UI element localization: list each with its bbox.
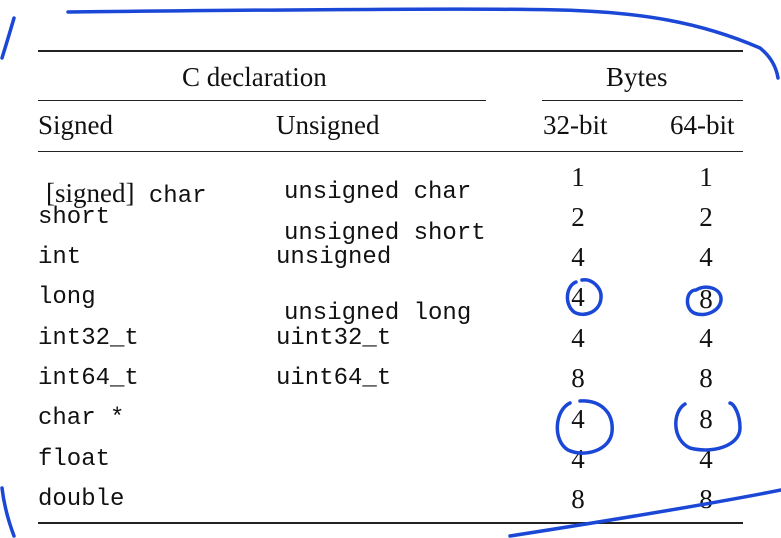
bytes-32: 1	[571, 162, 585, 192]
header-bytes: Bytes	[606, 62, 668, 92]
signed-type: long	[38, 284, 96, 311]
header-c-declaration: C declaration	[182, 62, 327, 92]
left-ink-stroke-bottom	[0, 486, 16, 538]
bytes-group-rule	[542, 100, 743, 101]
bytes-32: 4	[571, 404, 585, 434]
header-signed: Signed	[38, 110, 114, 140]
bytes-32: 4	[571, 282, 585, 312]
signed-type: double	[38, 486, 125, 513]
header-unsigned: Unsigned	[276, 110, 380, 140]
bytes-64: 4	[699, 444, 713, 474]
top-rule	[38, 50, 743, 52]
bytes-32: 4	[571, 444, 585, 474]
unsigned-type: uint32_t	[276, 325, 392, 352]
bytes-64: 4	[699, 242, 713, 272]
left-ink-stroke-top	[0, 16, 16, 60]
signed-type: float	[38, 446, 111, 473]
unsigned-type: uint64_t	[276, 365, 392, 392]
top-ink-stroke	[66, 7, 780, 80]
bytes-64: 8	[699, 284, 713, 314]
bytes-64: 8	[699, 363, 713, 393]
bottom-rule	[38, 522, 743, 524]
unsigned-cell: unsigned short	[284, 220, 486, 247]
bytes-32: 4	[571, 323, 585, 353]
signed-bracket: [signed]	[46, 178, 135, 208]
header-64-bit: 64-bit	[670, 110, 735, 140]
unsigned-cell: unsigned long	[284, 300, 472, 327]
unsigned-type: unsigned	[276, 244, 392, 271]
signed-type: int64_t	[38, 365, 139, 392]
header-32-bit: 32-bit	[543, 110, 608, 140]
header-bottom-rule	[38, 151, 743, 152]
bytes-64: 4	[699, 323, 713, 353]
bytes-32: 2	[571, 202, 585, 232]
declaration-group-rule	[38, 100, 486, 101]
bytes-32: 8	[571, 484, 585, 514]
bytes-32: 4	[571, 242, 585, 272]
signed-type: int	[38, 244, 82, 271]
bytes-32: 8	[571, 363, 585, 393]
signed-type: char *	[38, 405, 125, 432]
table-row: [signed] char	[38, 164, 207, 209]
bytes-64: 2	[699, 202, 713, 232]
signed-type: short	[38, 204, 111, 231]
unsigned-cell: unsigned char	[284, 179, 472, 206]
signed-type: int32_t	[38, 325, 139, 352]
signed-type: char	[134, 183, 207, 210]
bytes-64: 8	[699, 404, 713, 434]
bytes-64: 1	[699, 162, 713, 192]
bytes-64: 8	[699, 484, 713, 514]
